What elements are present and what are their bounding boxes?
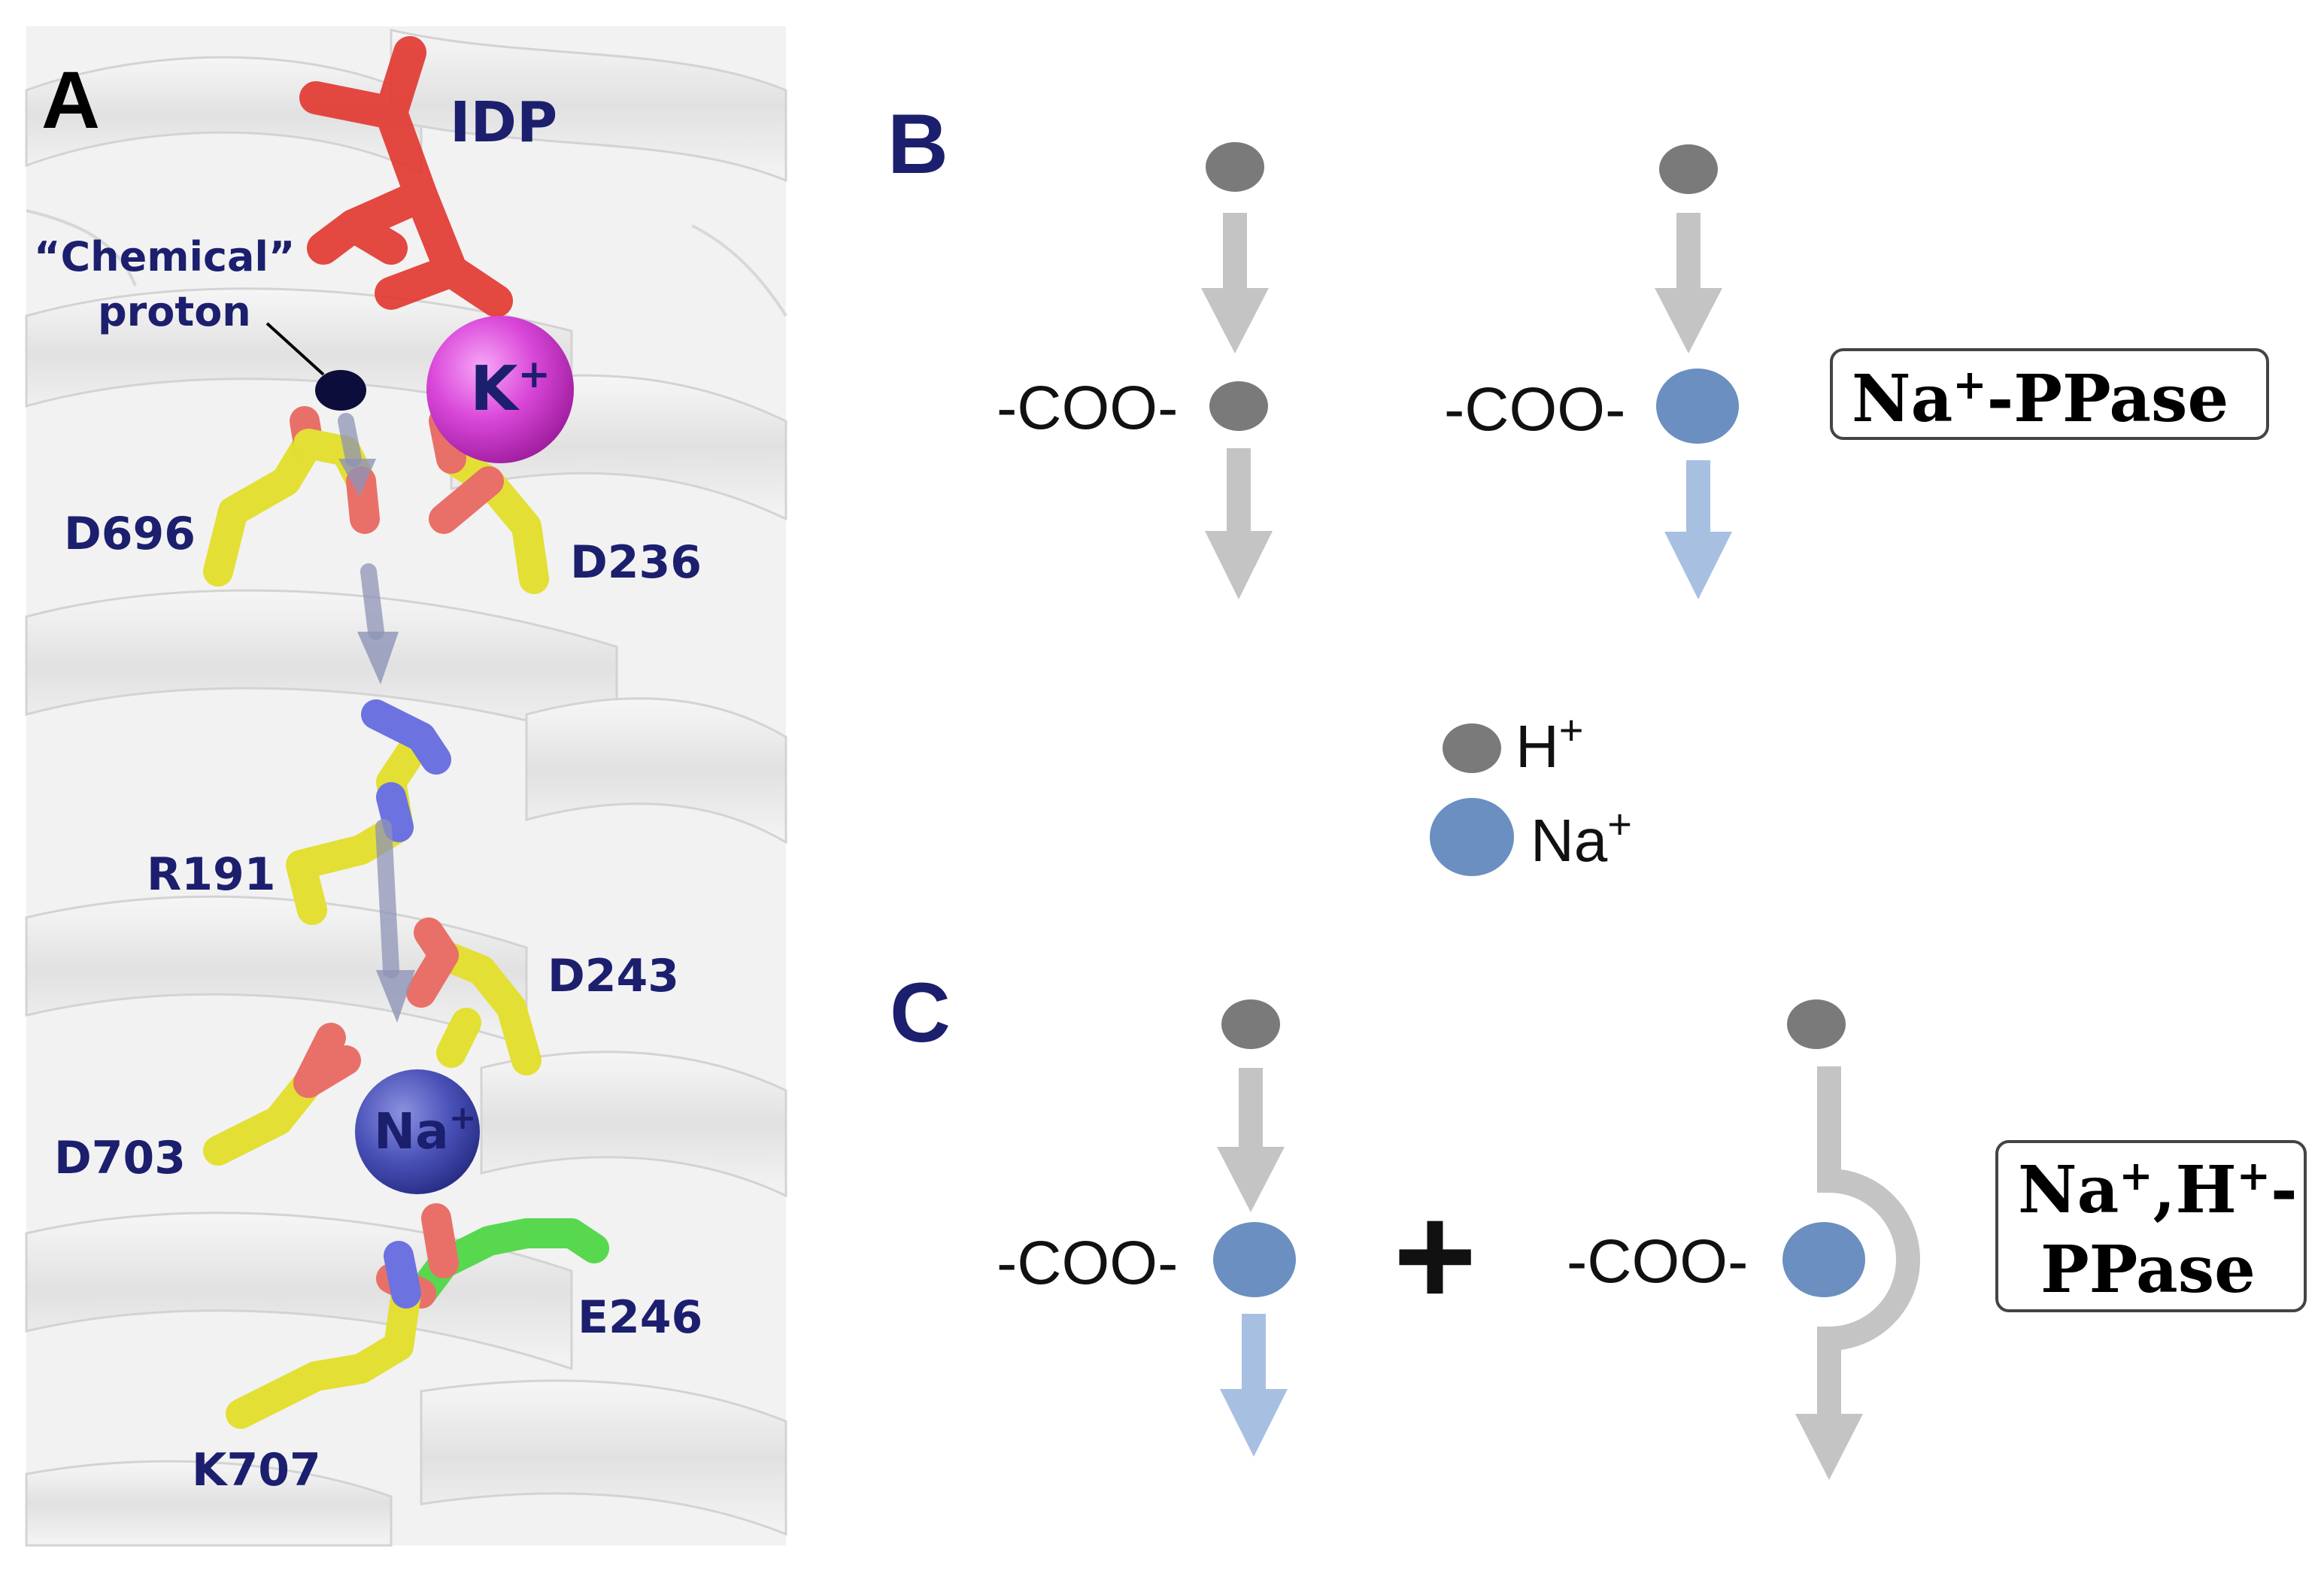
arrow-gray-c-left: [1217, 1068, 1285, 1212]
legend-sodium-marker: [1430, 798, 1514, 876]
residue-label-d236: D236: [570, 536, 702, 589]
legend-proton-label: H+: [1515, 706, 1583, 780]
panel-b-letter: B: [887, 97, 948, 191]
na-h-ppase-box: [1995, 1140, 2307, 1312]
sodium-bound-b-right: [1656, 368, 1739, 444]
panel-c: C -COO- + -COO- Na+,H+- PPase: [890, 966, 2307, 1480]
proton-path-arrow: [338, 413, 399, 978]
na-ppase-box: [1830, 348, 2269, 440]
legend: H+ Na+: [1430, 706, 1632, 876]
arrow-gray-b-right: [1655, 213, 1722, 353]
residue-k707: [226, 1241, 421, 1429]
proton-path-arrowheads: [338, 459, 415, 1023]
residue-label-d703: D703: [54, 1132, 186, 1184]
sodium-bound-c-right: [1782, 1222, 1865, 1297]
na-h-ppase-label-line2: PPase: [2040, 1232, 2256, 1308]
idp-ligand: [299, 36, 513, 317]
proton-bypass-arrowhead: [1795, 1414, 1863, 1480]
chemical-proton-pointer: [265, 322, 325, 376]
arrow-gray-b-left-upper: [1201, 213, 1269, 353]
sodium-label: Na+: [374, 1099, 477, 1160]
arrow-blue-b-right: [1664, 460, 1732, 599]
panel-a: A IDP “Chemical” proton K+ Na+ D696 D236…: [25, 26, 787, 1547]
legend-proton-marker: [1443, 723, 1501, 773]
ligand-label: IDP: [450, 90, 557, 155]
panel-c-letter: C: [890, 966, 951, 1060]
carboxylate-b-right: -COO-: [1444, 375, 1625, 444]
residue-label-d243: D243: [548, 950, 679, 1002]
chemical-proton-dot: [315, 370, 366, 411]
potassium-label: K+: [470, 352, 551, 425]
proton-bypass-path: [1817, 1066, 1920, 1414]
sodium-bound-c-left: [1213, 1222, 1296, 1297]
sodium-ion-sphere: [355, 1069, 480, 1194]
carboxylate-c-right: -COO-: [1567, 1227, 1748, 1296]
residue-d243: [406, 917, 542, 1075]
na-ppase-label: Na+-PPase: [1852, 360, 2228, 437]
proton-bound-b-left: [1209, 381, 1268, 431]
residue-label-e246: E246: [578, 1291, 702, 1344]
proton-top-c-right: [1787, 999, 1846, 1049]
potassium-ion-sphere: [426, 316, 574, 463]
proton-top-c-left: [1221, 999, 1280, 1049]
residue-label-r191: R191: [147, 848, 275, 901]
residue-label-k707: K707: [192, 1444, 321, 1497]
na-h-ppase-label-line1: Na+,H+-: [2018, 1151, 2298, 1228]
residue-d703: [203, 1023, 361, 1166]
chemical-proton-label-line2: proton: [98, 288, 251, 335]
proton-top-b-left: [1206, 142, 1264, 192]
proton-top-b-right: [1659, 144, 1718, 194]
arrow-gray-b-left-lower: [1205, 448, 1273, 599]
panel-a-letter: A: [41, 54, 100, 145]
panel-b: B -COO- -COO- Na+-PPase: [887, 97, 2269, 599]
legend-sodium-label: Na+: [1531, 800, 1632, 874]
plus-sign: +: [1394, 1176, 1477, 1336]
carboxylate-b-left: -COO-: [997, 374, 1178, 442]
arrow-blue-c-left: [1220, 1314, 1288, 1457]
residue-label-d696: D696: [64, 508, 196, 560]
chemical-proton-label-line1: “Chemical”: [34, 233, 295, 281]
carboxylate-c-left: -COO-: [997, 1229, 1178, 1297]
